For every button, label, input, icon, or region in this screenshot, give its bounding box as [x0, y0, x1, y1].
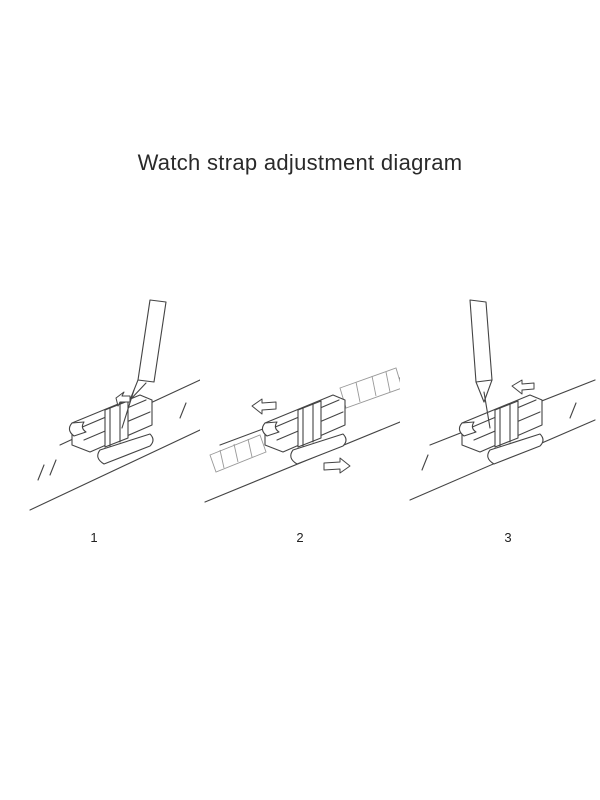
diagram-title: Watch strap adjustment diagram	[137, 150, 463, 175]
step-1-illustration	[0, 280, 200, 520]
step-number-3: 3	[504, 530, 512, 545]
step-number-1: 1	[90, 530, 98, 545]
step-number-2: 2	[296, 530, 304, 545]
step-3-illustration	[400, 280, 600, 520]
step-2-illustration	[200, 280, 400, 520]
